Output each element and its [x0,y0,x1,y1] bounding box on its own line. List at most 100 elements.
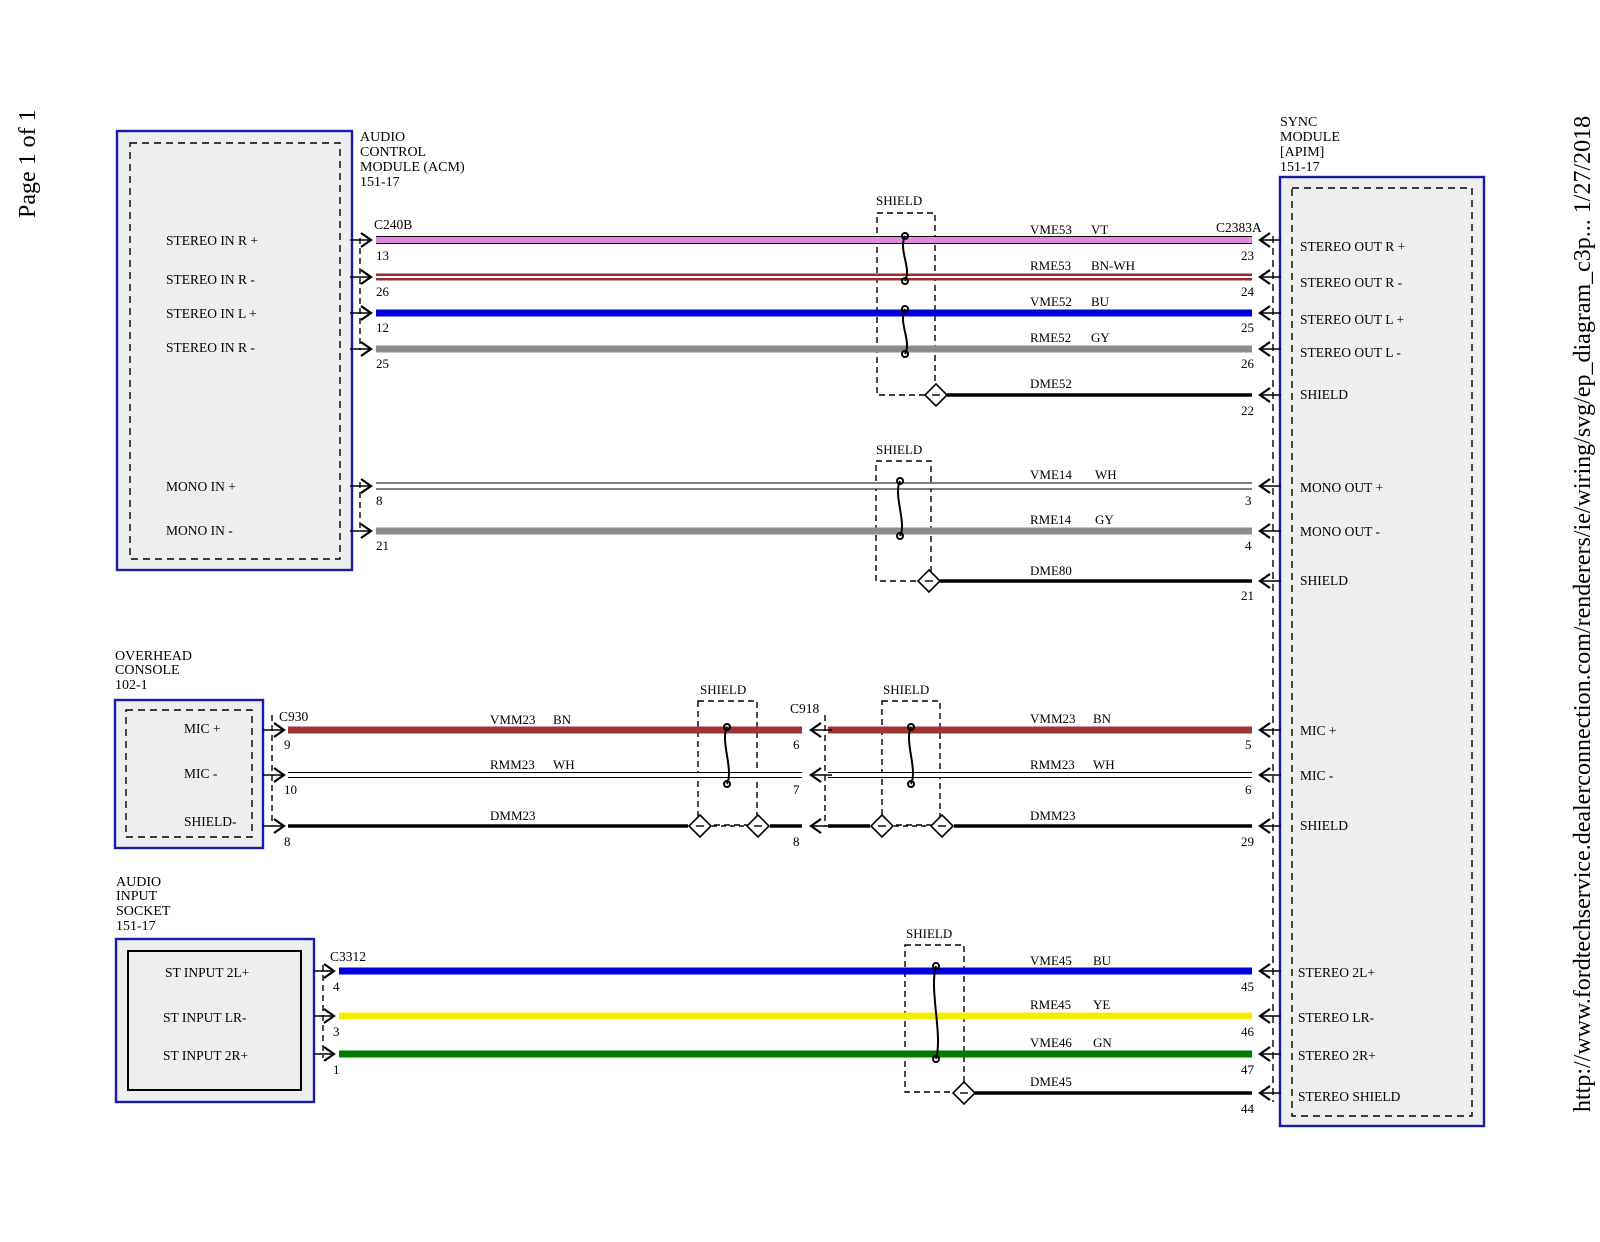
shield-group-mic-right: SHIELD [881,682,941,826]
socket-pin-label: ST INPUT 2R+ [163,1048,248,1063]
twist-symbol [932,962,940,1063]
wire-vme53: 13 23 VME53 VT [348,222,1283,263]
wire-dme80: 21 DME80 [917,563,1283,603]
connector-c2383a: C2383A [1216,220,1262,235]
circuit-label: VMM23 [1030,711,1076,726]
pin-number: 1 [333,1062,340,1077]
circuit-label: RME52 [1030,330,1071,345]
circuit-label: DME45 [1030,1074,1072,1089]
twist-symbol [896,477,904,540]
wire-color-code: GY [1095,512,1114,527]
circuit-label: VMM23 [490,712,536,727]
pin-number: 4 [333,979,340,994]
pin-number: 6 [1245,782,1252,797]
pin-number: 24 [1241,284,1255,299]
pin-number: 25 [376,356,389,371]
apim-title-3: [APIM] [1280,145,1324,160]
apim-pin-label: STEREO OUT L - [1300,345,1401,360]
socket-title-4: 151-17 [116,919,156,934]
pin-number: 44 [1241,1101,1255,1116]
acm-pin-label: STEREO IN R - [166,340,255,355]
pin-number: 3 [333,1024,340,1039]
apim-pin-label: STEREO LR- [1298,1010,1375,1025]
circuit-label: DMM23 [490,808,536,823]
circuit-label: VME14 [1030,467,1072,482]
shield-label: SHIELD [876,442,922,457]
pin-number: 7 [793,782,800,797]
page-number-label: Page 1 of 1 [15,109,41,218]
acm-pin-label: MONO IN + [166,479,236,494]
apim-pin-label: SHIELD [1300,387,1348,402]
acm-pin-label: STEREO IN L + [166,306,257,321]
pin-number: 13 [376,248,389,263]
wire-color-code: BU [1091,294,1110,309]
wire-color-code: GY [1091,330,1110,345]
circuit-label: VME52 [1030,294,1072,309]
wire-color-code: WH [1093,757,1115,772]
pin-number: 5 [1245,737,1252,752]
pin-number: 45 [1241,979,1254,994]
audio-input-socket: AUDIO INPUT SOCKET 151-17 ST INPUT 2L+ S… [114,875,316,1104]
acm-pin-label: STEREO IN R - [166,272,255,287]
wire-color-code: BN [1093,711,1112,726]
wire-rme52: 25 26 RME52 GY [348,330,1283,371]
socket-pin-label: ST INPUT LR- [163,1010,247,1025]
circuit-label: VME45 [1030,953,1072,968]
connector-c918: C918 [790,701,820,716]
circuit-label: RMM23 [490,757,535,772]
overhead-title-2: CONSOLE [115,663,180,678]
connector-c3312: C3312 [330,949,366,964]
apim-title-1: SYNC [1280,115,1317,130]
wire-color-code: VT [1091,222,1108,237]
wire-rme45: 3 46 RME45 YE [311,997,1283,1039]
shield-label: SHIELD [906,926,952,941]
acm-title-3: MODULE (ACM) [360,160,465,175]
twist-symbol [723,723,915,788]
apim-pin-label: SHIELD [1300,818,1348,833]
wire-color-code: GN [1093,1035,1112,1050]
overhead-title-1: OVERHEAD [115,649,192,664]
wire-dme45: 44 DME45 [952,1074,1283,1116]
wire-dmm23: 8 8 29 DMM23 DMM23 [261,808,1283,849]
circuit-label: DMM23 [1030,808,1076,823]
apim-title-4: 151-17 [1280,160,1320,175]
shield-label: SHIELD [876,193,922,208]
acm-title-1: AUDIO [360,130,405,145]
socket-title-1: AUDIO [116,875,161,890]
wire-color-code: BN [553,712,572,727]
wire-rme14: 21 4 RME14 GY [348,512,1283,553]
shield-group-input: SHIELD [904,926,965,1093]
wire-color-code: BU [1093,953,1112,968]
shield-label: SHIELD [700,682,746,697]
acm-module: AUDIO CONTROL MODULE (ACM) 151-17 STEREO… [115,129,465,572]
connector-c930: C930 [279,709,309,724]
acm-title-2: CONTROL [360,145,426,160]
apim-title-2: MODULE [1280,130,1340,145]
overhead-pin-label: MIC + [184,721,221,736]
apim-pin-label: STEREO 2L+ [1298,965,1375,980]
overhead-console: OVERHEAD CONSOLE 102-1 MIC + MIC - SHIEL… [113,649,265,850]
shield-group-mic-left: SHIELD [697,682,758,826]
overhead-title-3: 102-1 [115,678,148,693]
apim-pin-label: MONO OUT + [1300,480,1383,495]
apim-pin-label: MIC - [1300,768,1334,783]
wire-vme46: 1 47 VME46 GN [311,1035,1283,1077]
connector-c240b: C240B [374,217,412,232]
wire-dme52: 22 DME52 [924,376,1283,418]
acm-title-4: 151-17 [360,175,400,190]
circuit-label: DME52 [1030,376,1072,391]
circuit-label: RME14 [1030,512,1072,527]
wire-rmm23: 10 7 6 RMM23 WH RMM23 WH [261,757,1283,797]
pin-number: 26 [1241,356,1255,371]
pin-number: 21 [376,538,389,553]
pin-number: 4 [1245,538,1252,553]
circuit-label: RME45 [1030,997,1071,1012]
circuit-label: VME53 [1030,222,1072,237]
wire-vme52: 12 25 VME52 BU [348,294,1283,335]
pin-number: 21 [1241,588,1254,603]
socket-pin-label: ST INPUT 2L+ [165,965,249,980]
socket-title-3: SOCKET [116,904,171,919]
shield-group-mono: SHIELD [875,442,932,582]
shield-group-stereo: SHIELD [876,193,936,396]
